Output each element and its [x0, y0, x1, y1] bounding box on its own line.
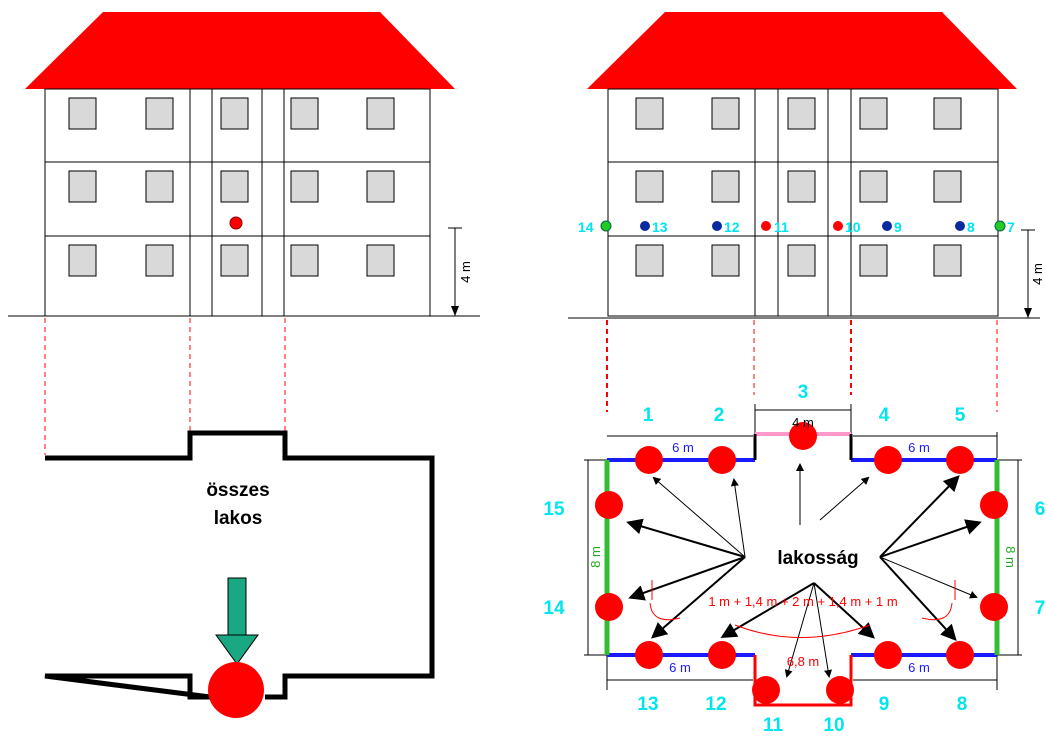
right-roof	[587, 12, 1017, 89]
left-height-dimension: 4 m	[448, 227, 473, 316]
plan-label-7: 7	[1035, 598, 1046, 619]
plan-label-3: 3	[798, 382, 809, 403]
plan-label-9: 9	[879, 694, 890, 715]
exit-point-11	[752, 676, 780, 704]
plan-dimension-lines	[584, 404, 1022, 690]
left-facade-point	[229, 216, 243, 230]
down-arrow-icon	[215, 577, 259, 665]
sum-braces	[649, 580, 956, 638]
exit-point-15	[595, 491, 623, 519]
plan-label-6: 6	[1035, 499, 1046, 520]
facade-label-10: 10	[845, 219, 861, 235]
facade-label-9: 9	[894, 219, 902, 235]
exit-point-12	[708, 641, 736, 669]
dim-bottom-left: 6 m	[669, 660, 691, 675]
dim-bottom-right: 6 m	[908, 660, 930, 675]
facade-label-8: 8	[967, 219, 975, 235]
plan-sum-result: 6,8 m	[787, 654, 820, 669]
dim-side-right: 8 m	[1003, 546, 1018, 568]
plan-label-5: 5	[955, 405, 966, 426]
dim-top-right: 6 m	[908, 440, 930, 455]
plan-label-1: 1	[643, 405, 654, 426]
plan-label-11: 11	[763, 715, 784, 736]
exit-point-8	[946, 641, 974, 669]
left-center-text-1: összes	[206, 480, 269, 501]
left-exit-point	[208, 662, 264, 718]
plan-label-12: 12	[705, 694, 726, 715]
exit-point-7	[980, 593, 1008, 621]
right-windows	[635, 97, 962, 277]
plan-label-4: 4	[879, 405, 890, 426]
exit-point-9	[874, 641, 902, 669]
right-facade-points	[600, 220, 1006, 232]
plan-labels: 1 2 3 4 5 6 7 8 9 10 11 12 13 14 15 6 m …	[543, 382, 1045, 736]
plan-center-text: lakosság	[777, 548, 858, 569]
right-facade-labels: 14 13 12 11 10 9 8 7	[578, 219, 1015, 235]
exit-point-14	[595, 593, 623, 621]
facade-label-14: 14	[578, 219, 594, 235]
right-facade: 14 13 12 11 10 9 8 7 4 m	[568, 12, 1045, 412]
right-height-dimension: 4 m	[1021, 229, 1045, 318]
exit-point-6	[980, 491, 1008, 519]
left-height-label: 4 m	[458, 261, 473, 283]
left-floor-plan: összes lakos	[44, 430, 435, 718]
dim-top-left: 6 m	[672, 440, 694, 455]
plan-sum-text: 1 m + 1,4 m + 2 m + 1,4 m + 1 m	[708, 594, 897, 609]
exit-point-1	[635, 446, 663, 474]
left-projection-lines	[44, 318, 286, 455]
left-center-text-2: lakos	[214, 508, 263, 529]
exit-point-5	[946, 446, 974, 474]
dim-top-center: 4 m	[792, 415, 814, 430]
plan-label-2: 2	[714, 405, 725, 426]
plan-label-13: 13	[637, 694, 658, 715]
right-height-label: 4 m	[1030, 263, 1045, 285]
right-projection-lines	[606, 320, 998, 412]
left-windows	[68, 97, 395, 277]
plan-label-14: 14	[543, 598, 565, 619]
exit-point-3	[789, 422, 817, 450]
plan-arrows	[626, 463, 982, 678]
exit-point-10	[826, 676, 854, 704]
exit-point-2	[708, 446, 736, 474]
plan-exit-points	[595, 422, 1008, 704]
left-roof	[25, 12, 455, 89]
plan-label-15: 15	[543, 499, 565, 520]
dim-side-left: 8 m	[588, 546, 603, 568]
exit-point-13	[635, 641, 663, 669]
plan-label-8: 8	[957, 694, 968, 715]
left-plan-outline	[44, 430, 435, 700]
facade-label-7: 7	[1007, 219, 1015, 235]
plan-label-10: 10	[823, 715, 844, 736]
facade-label-11: 11	[774, 219, 789, 235]
right-floor-plan: 1 2 3 4 5 6 7 8 9 10 11 12 13 14 15 6 m …	[543, 382, 1045, 736]
facade-label-12: 12	[724, 219, 740, 235]
exit-point-4	[874, 446, 902, 474]
left-facade: 4 m	[8, 12, 480, 455]
facade-label-13: 13	[652, 219, 668, 235]
